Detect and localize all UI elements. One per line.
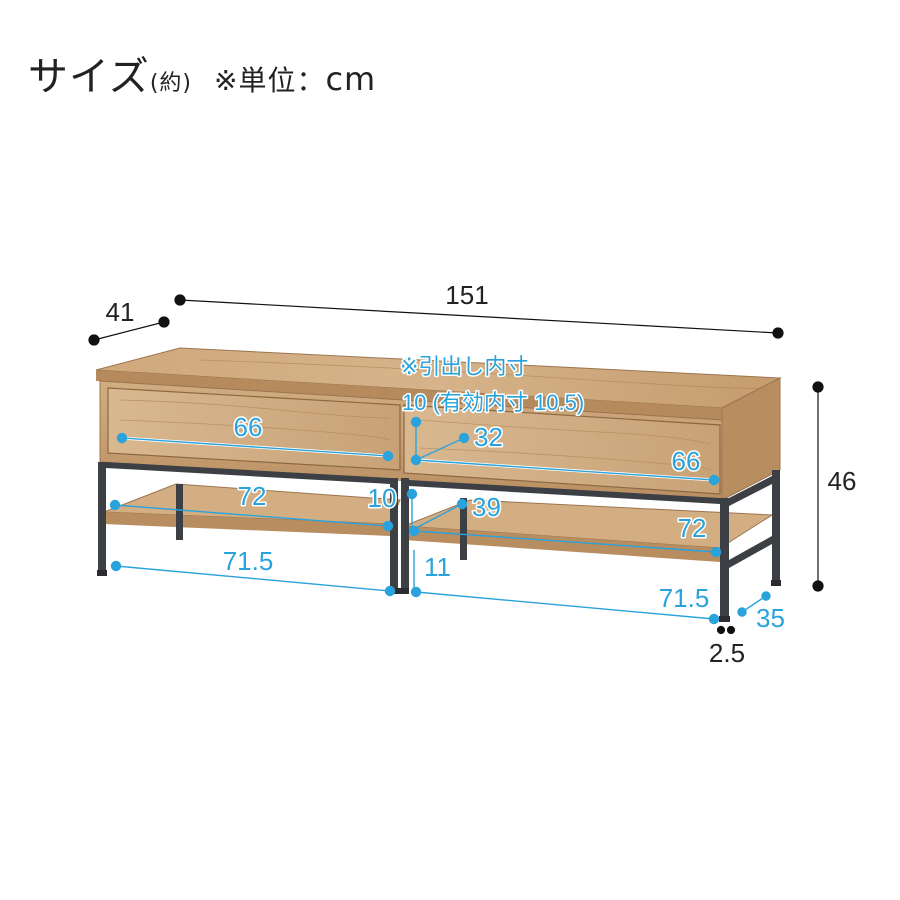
furniture-body	[95, 347, 782, 622]
height-label: 46	[828, 466, 857, 496]
width-label: 151	[445, 280, 488, 310]
leg-front-right	[720, 498, 729, 618]
leg-span-right-line	[415, 591, 715, 620]
height-dim-bottom-dot	[812, 580, 824, 592]
drawer-right-width-label: 66	[672, 446, 701, 476]
leg-back-left	[176, 484, 183, 540]
width-dim-start-dot	[174, 294, 186, 306]
depth-label: 41	[106, 297, 135, 327]
title-approx: (約)	[149, 71, 192, 96]
height-dim-top-dot	[812, 381, 824, 393]
drawer-depth-label: 32	[474, 422, 503, 452]
leg-feet	[97, 570, 781, 622]
inner-dimension-labels: ※引出し内寸 10 (有効内寸 10.5) 66 32 66 72 10 39 …	[221, 353, 786, 635]
frame-rail-right	[729, 476, 772, 506]
shelf-left-front	[104, 512, 390, 536]
depth-dim-end-dot	[158, 316, 170, 328]
drawer-depth-line	[415, 437, 465, 461]
clearance-label: 11	[424, 552, 451, 582]
shelf-depth-dot	[456, 498, 468, 510]
leg-span-left-label: 71.5	[223, 546, 274, 576]
left-drawer	[107, 387, 401, 471]
drawer-depth-dot	[458, 432, 470, 444]
foot-front-middle	[390, 588, 409, 594]
leg-width-dot-left	[716, 625, 726, 635]
width-dimension-line	[179, 299, 779, 334]
leg-depth-dot-b	[761, 591, 771, 601]
shelf-left-width-label: 72	[238, 481, 267, 511]
shelf-right-width-label: 72	[678, 513, 707, 543]
shelf-right-dot-b	[710, 546, 722, 558]
page-title: サイズ(約) ※単位：cm	[28, 44, 376, 102]
outer-dimensions	[88, 294, 824, 635]
leg-span-left-dot-a	[110, 560, 122, 572]
shelf-left-width-line	[114, 504, 389, 527]
drawer-note-label: ※引出し内寸	[400, 354, 528, 379]
drawer-right-width-line-blue	[415, 459, 715, 481]
title-unit-prefix: ※単位：	[213, 64, 326, 97]
depth-dimension-line	[93, 321, 165, 341]
drawer-right-dot-b	[708, 474, 720, 486]
shelf-left-dot-b	[382, 520, 394, 532]
leg-span-right-label: 71.5	[659, 583, 710, 613]
drawer-left-dot-b	[382, 450, 394, 462]
leg-depth-line	[741, 595, 767, 613]
leg-back-middle	[460, 498, 467, 560]
leg-front-middle-left	[390, 478, 398, 590]
inner-dimensions	[109, 416, 771, 625]
leg-width-label: 2.5	[709, 638, 745, 668]
frame-rail-right-low	[729, 536, 772, 568]
drawer-height-label: 10 (有効内寸 10.5)	[402, 390, 584, 415]
leg-span-right-dot-b	[708, 613, 720, 625]
leg-front-middle-right	[401, 478, 409, 590]
title-unit: cm	[325, 60, 377, 98]
drawer-left-width-label: 66	[234, 412, 263, 442]
outer-dimension-labels: 151 41 46 2.5	[106, 280, 857, 668]
drawer-left-width-line-blue	[121, 437, 389, 457]
shelf-depth-line	[411, 503, 463, 531]
shelf-height-label: 10	[368, 483, 397, 513]
foot-back-right	[771, 580, 781, 586]
width-dim-end-dot	[772, 327, 784, 339]
title-main: サイズ	[28, 54, 150, 100]
leg-front-left	[98, 462, 106, 572]
leg-depth-label: 35	[756, 603, 785, 633]
shelf-height-dot-top	[406, 488, 418, 500]
shelf-left-dot-a	[109, 499, 121, 511]
leg-span-left-line	[115, 565, 391, 592]
leg-span-right-dot-a	[410, 586, 422, 598]
top-front-edge	[96, 370, 722, 420]
frame-rail-front-right	[409, 480, 720, 504]
foot-front-right	[719, 616, 730, 622]
steel-frame	[98, 462, 780, 618]
right-drawer	[403, 404, 721, 495]
leg-depth-dot-a	[737, 607, 747, 617]
leg-span-left-dot-b	[384, 585, 396, 597]
leg-back-right	[772, 470, 780, 582]
depth-dim-start-dot	[88, 334, 100, 346]
shelf-right-front	[404, 526, 720, 562]
leg-width-dot-right	[726, 625, 736, 635]
frame-rail-front-left	[106, 462, 390, 484]
wood-grain	[119, 359, 761, 471]
shelf-depth-label: 39	[472, 492, 501, 522]
drawer-height-dot-top	[410, 416, 422, 428]
shelf-right-width-line	[413, 530, 717, 553]
drawer-left-dot-a	[116, 432, 128, 444]
foot-front-left	[97, 570, 107, 576]
